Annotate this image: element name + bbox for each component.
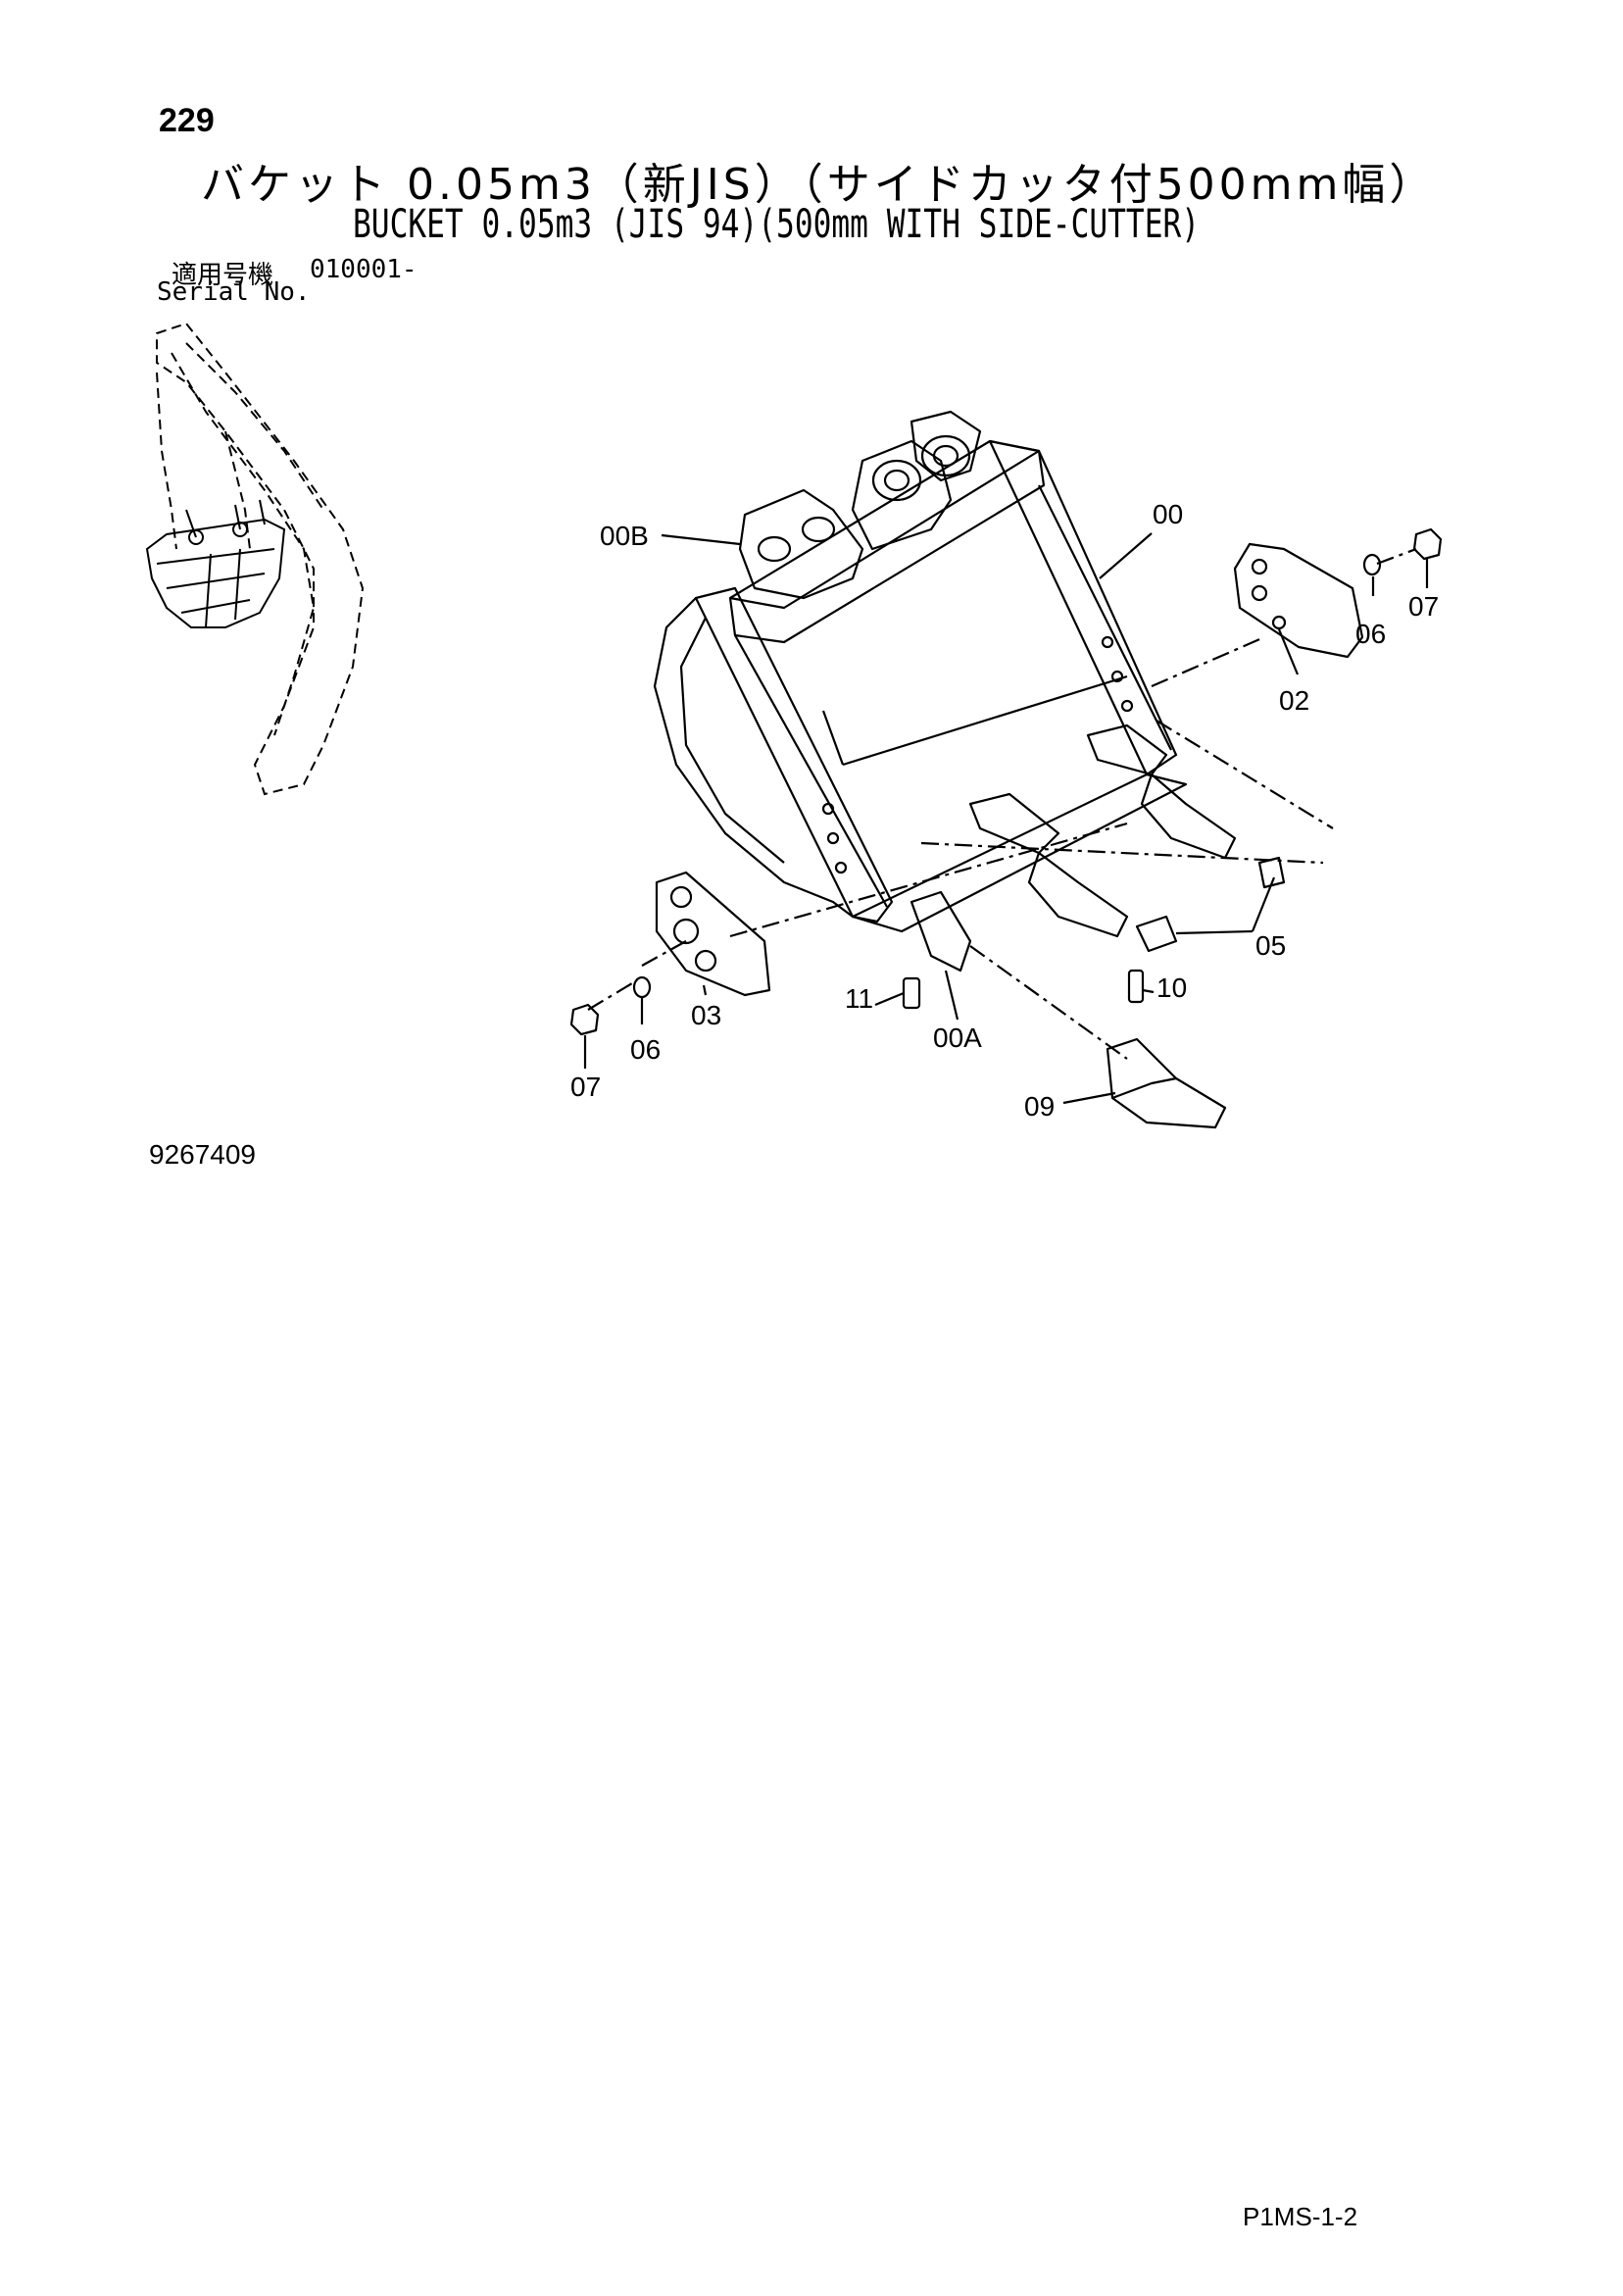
page-number: 229 <box>159 102 215 139</box>
title-english: BUCKET 0.05m3 (JIS 94)(500mm WITH SIDE-C… <box>353 202 1201 247</box>
callout-00: 00 <box>1153 499 1183 529</box>
serial-label-english: Serial No. <box>157 277 311 307</box>
serial-number-value: 010001- <box>310 255 418 284</box>
callout-06-right: 06 <box>1355 619 1386 649</box>
callout-05: 05 <box>1255 930 1286 961</box>
drawing-number: 9267409 <box>149 1139 257 1170</box>
callout-00a: 00A <box>933 1023 982 1053</box>
callout-06-left: 06 <box>630 1034 661 1065</box>
serial-label-japanese: 適用号機 <box>172 261 274 290</box>
page-code: P1MS-1-2 <box>1243 2202 1358 2231</box>
callout-10: 10 <box>1156 973 1187 1003</box>
title-japanese: バケット 0.05m3（新JIS）（サイドカッタ付500mm幅） <box>201 160 1437 210</box>
callout-07-right: 07 <box>1408 591 1439 622</box>
callout-03: 03 <box>691 1000 721 1030</box>
callout-07-left: 07 <box>570 1072 601 1102</box>
callout-02: 02 <box>1279 685 1309 716</box>
callout-09: 09 <box>1024 1091 1055 1122</box>
callout-11: 11 <box>845 983 873 1014</box>
callout-00b: 00B <box>600 521 649 551</box>
